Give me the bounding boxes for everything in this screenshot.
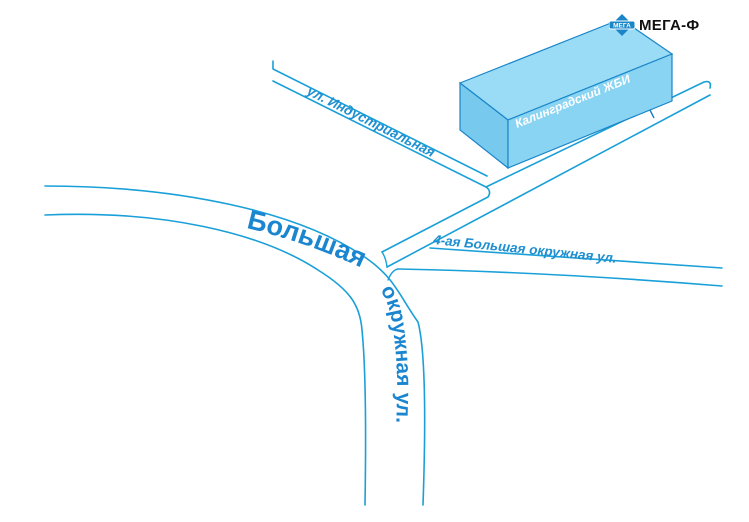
- label-industrialnaya: ул. Индустриальная: [304, 83, 438, 160]
- brand-logo: МЕГА МЕГА-Ф: [609, 13, 700, 37]
- road-bolshaya-okruzhnaya-upper-edge: [44, 185, 426, 506]
- road-4aya-lower-edge: [397, 268, 723, 287]
- junction-connector-lower: [387, 268, 399, 281]
- label-4aya-bolshaya: 4-ая Большая окружная ул.: [432, 232, 618, 266]
- road-diagonal-upper-edge: [485, 80, 712, 188]
- label-okruzhnaya: окружная ул.: [376, 281, 415, 424]
- junction-connector: [381, 251, 388, 268]
- label-okruzhnaya-text: окружная ул.: [376, 281, 415, 424]
- logo-text: МЕГА: [613, 23, 631, 30]
- road-bolshaya-okruzhnaya-lower-edge: [44, 213, 367, 506]
- road-4aya-upper-edge: [429, 247, 723, 269]
- road-diagonal-lower-edge: [386, 94, 711, 268]
- building-front-face: [507, 53, 673, 169]
- brand-name: МЕГА-Ф: [639, 16, 700, 34]
- building-kaliningrad-zhbi[interactable]: Калинградский ЖБИ: [458, 18, 674, 170]
- label-industrialnaya-text: ул. Индустриальная: [304, 83, 438, 160]
- road-industrialnaya-upper-edge: [272, 60, 488, 177]
- mega-logo-icon: МЕГА: [609, 14, 635, 36]
- label-4aya-bolshaya-text: 4-ая Большая окружная ул.: [432, 232, 618, 266]
